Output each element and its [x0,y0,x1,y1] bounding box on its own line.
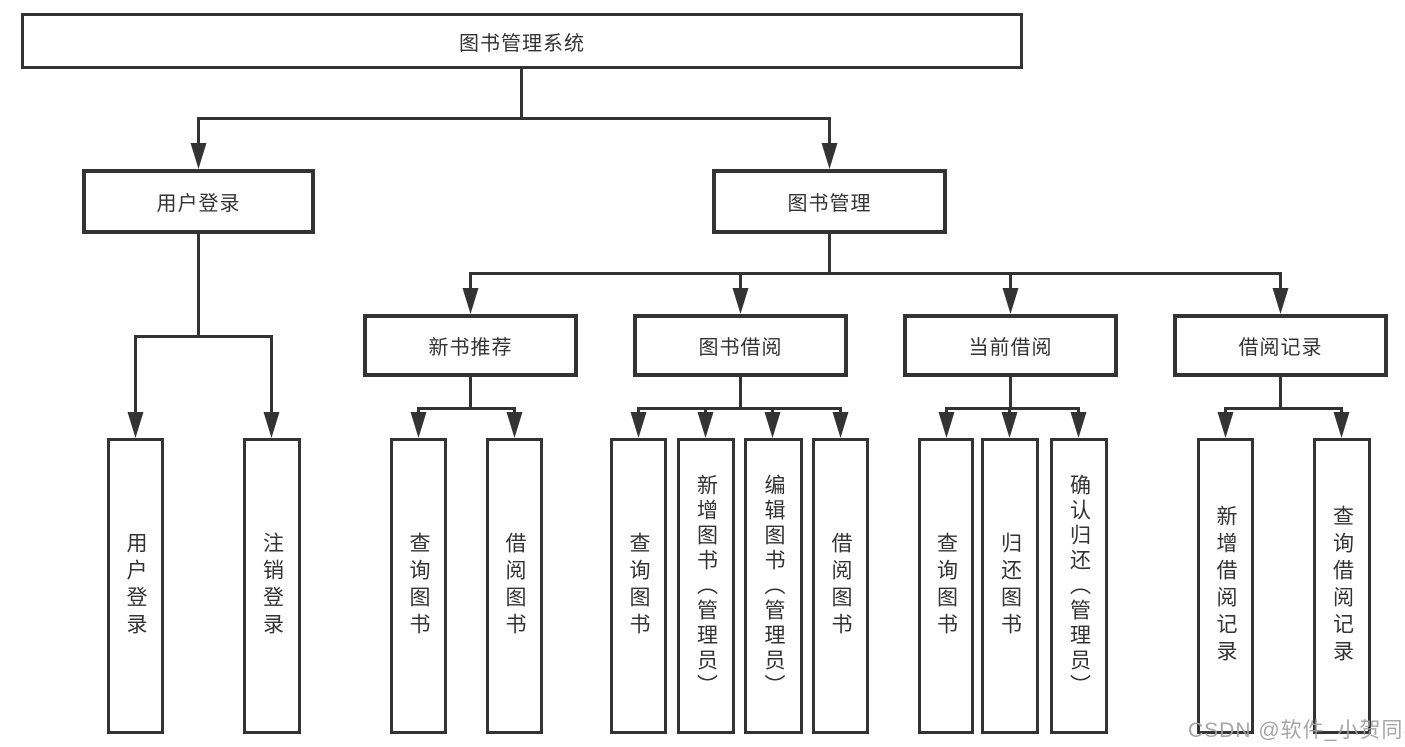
node-book-borrow: 图书借阅 [633,314,848,377]
leaf-user-login: 用户登录 [107,438,164,734]
node-borrow-records: 借阅记录 [1173,314,1388,377]
leaf-query-book-1-label: 查询图书 [407,532,430,640]
node-borrow-records-label: 借阅记录 [1238,337,1323,359]
connector-current-borrow [938,376,1087,438]
node-library-system: 图书管理系统 [21,13,1023,69]
leaf-edit-book-admin: 编辑图书（管理员） [744,438,803,734]
node-book-borrow-label: 图书借阅 [698,337,783,359]
leaf-borrow-book-2: 借阅图书 [812,438,869,734]
node-user-login: 用户登录 [82,169,315,234]
leaf-borrow-book-2-label: 借阅图书 [829,532,852,640]
leaf-confirm-return-admin: 确认归还（管理员） [1050,438,1108,734]
leaf-add-borrow-record-label: 新增借阅记录 [1214,505,1237,667]
leaf-return-book: 归还图书 [981,438,1039,734]
node-current-borrow: 当前借阅 [903,314,1118,377]
node-current-borrow-label: 当前借阅 [968,337,1053,359]
leaf-logout: 注销登录 [243,438,301,734]
node-new-book-recommend-label: 新书推荐 [428,337,513,359]
leaf-query-book-3: 查询图书 [918,438,974,734]
node-book-management: 图书管理 [712,169,947,234]
leaf-confirm-return-admin-label: 确认归还（管理员） [1067,473,1091,699]
leaf-query-book-1: 查询图书 [390,438,447,734]
leaf-query-borrow-record-label: 查询借阅记录 [1330,505,1354,667]
leaf-add-borrow-record: 新增借阅记录 [1197,438,1254,734]
leaf-query-borrow-record: 查询借阅记录 [1313,438,1371,734]
connector-root [190,69,838,169]
leaf-add-book-admin-label: 新增图书（管理员） [694,473,718,699]
leaf-logout-label: 注销登录 [260,532,284,640]
connector-borrow-records [1217,376,1350,438]
node-book-management-label: 图书管理 [787,193,872,215]
leaf-borrow-book-1-label: 借阅图书 [503,532,526,640]
leaf-query-book-2: 查询图书 [610,438,667,734]
leaf-query-book-3-label: 查询图书 [934,532,958,640]
connector-new-book-recommend [410,376,523,438]
node-new-book-recommend: 新书推荐 [363,314,578,377]
leaf-borrow-book-1: 借阅图书 [486,438,543,734]
connector-book-borrow [630,376,849,438]
watermark-text: CSDN @软件_小贺同学 [1188,719,1405,742]
leaf-add-book-admin: 新增图书（管理员） [677,438,735,734]
leaf-return-book-label: 归还图书 [998,532,1022,640]
node-user-login-label: 用户登录 [156,193,241,215]
node-library-system-label: 图书管理系统 [459,32,585,55]
leaf-user-login-label: 用户登录 [124,532,147,640]
connector-user-login [127,234,280,438]
connector-book-management [462,234,1289,314]
leaf-edit-book-admin-label: 编辑图书（管理员） [762,473,785,699]
leaf-query-book-2-label: 查询图书 [627,532,650,640]
